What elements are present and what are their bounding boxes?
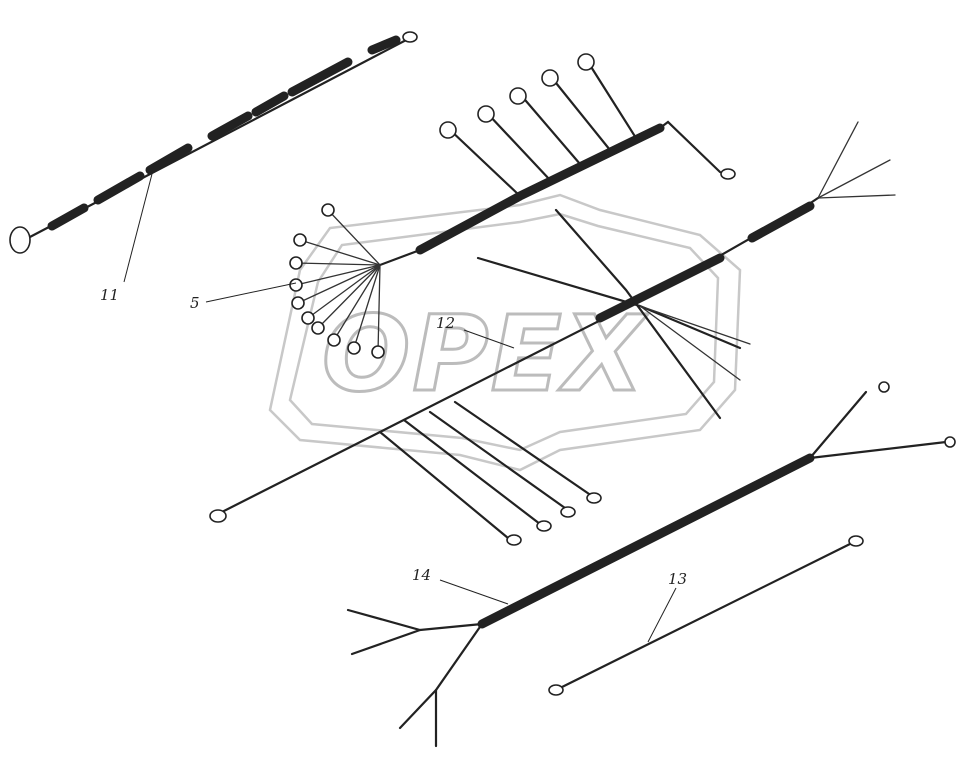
callout-12: 12 xyxy=(436,314,515,349)
callout-label-12: 12 xyxy=(436,314,455,332)
ring-terminal xyxy=(848,535,864,547)
ring-terminal xyxy=(548,684,564,696)
plug-connector xyxy=(577,53,595,71)
ring-terminal xyxy=(289,278,303,292)
plug-connector xyxy=(439,121,457,139)
ring-terminal xyxy=(371,345,385,359)
ring-terminal xyxy=(289,256,303,270)
plug-connector xyxy=(541,69,559,87)
ring-terminal xyxy=(506,534,522,546)
ring-terminal xyxy=(402,31,418,43)
ring-terminal xyxy=(586,492,602,504)
round-connector xyxy=(9,226,31,254)
plug-connector xyxy=(509,87,527,105)
harness-13 xyxy=(548,535,864,696)
plug-connector xyxy=(477,105,495,123)
ring-terminal xyxy=(720,168,736,180)
ring-terminal xyxy=(944,436,956,448)
ring-terminal xyxy=(536,520,552,532)
watermark-text: OPEX xyxy=(322,293,649,415)
watermark: OPEX xyxy=(268,193,742,472)
callout-label-13: 13 xyxy=(668,570,687,588)
ring-terminal xyxy=(878,381,890,393)
ring-terminal xyxy=(293,233,307,247)
harness-12 xyxy=(209,53,896,546)
harness-11 xyxy=(9,31,418,254)
callout-label-14: 14 xyxy=(412,566,431,584)
ring-terminal xyxy=(560,506,576,518)
callout-label-11: 11 xyxy=(100,286,119,304)
ring-terminal xyxy=(209,509,227,523)
ring-terminal xyxy=(291,296,305,310)
callout-5: 5 xyxy=(190,282,297,312)
callout-14: 14 xyxy=(412,566,509,605)
callout-11: 11 xyxy=(100,173,153,304)
harness-14 xyxy=(346,381,956,748)
ring-terminal xyxy=(311,321,325,335)
callout-label-5: 5 xyxy=(190,294,200,312)
ring-terminal xyxy=(327,333,341,347)
ring-terminal xyxy=(301,311,315,325)
ring-terminal xyxy=(347,341,361,355)
callout-13: 13 xyxy=(647,570,687,643)
ring-terminal xyxy=(321,203,335,217)
